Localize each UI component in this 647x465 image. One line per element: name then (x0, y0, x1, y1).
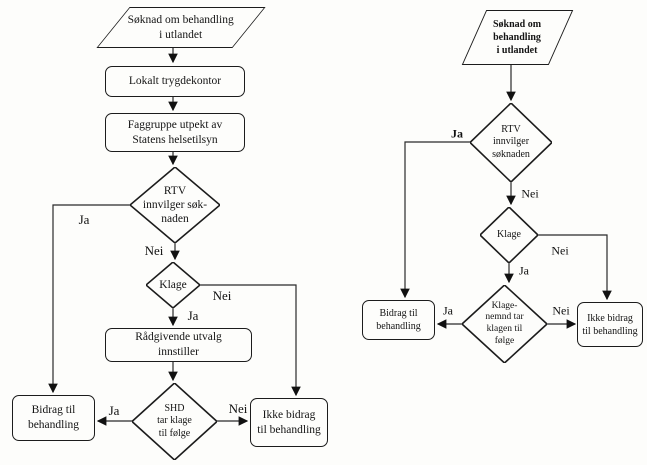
right-rtv-nei-label: Nei (521, 186, 539, 201)
left-klage-ja-label: Ja (187, 308, 199, 323)
left-rtv-ja-label: Ja (78, 212, 90, 227)
right-grant-box: Bidrag til behandling (362, 300, 435, 340)
left-klage-nei-label: Nei (212, 288, 232, 303)
left-no-grant-box: Ikke bidrag til behandling (250, 398, 328, 447)
right-nemnd-decision-diamond: Klage- nemnd tar klagen til følge (462, 285, 547, 363)
left-shd-decision-label: SHD tar klage til følge (157, 403, 192, 439)
diamond-shape (130, 167, 220, 243)
diamond-shape (470, 103, 552, 182)
right-nemnd-decision-label: Klage- nemnd tar klagen til følge (485, 300, 524, 346)
right-arrow-rtv-ja-to-grant (400, 141, 470, 299)
right-klage-decision-label: Klage (497, 228, 521, 240)
right-start-label: Søknad om behandling i utlandet (493, 19, 542, 56)
diamond-shape (132, 383, 217, 460)
left-shd-nei-label: Nei (228, 401, 248, 416)
right-klage-decision-diamond: Klage (480, 207, 538, 263)
diamond-shape (480, 207, 538, 263)
right-rtv-ja-label: Ja (451, 126, 463, 141)
left-start-label: Søknad om behandling i utlandet (127, 13, 235, 41)
left-arrow-klage-nei-to-nogrант (200, 284, 301, 397)
right-nemnd-ja-label: Ja (443, 303, 453, 318)
left-expert-group-box: Faggruppe utpekt av Statens helsetilsyn (105, 113, 245, 152)
right-klage-ja-label: Ja (519, 263, 529, 278)
right-arrow-klage-nei-to-nogrant (538, 234, 612, 301)
diamond-shape (462, 285, 547, 363)
left-rtv-nei-label: Nei (144, 243, 164, 258)
left-shd-ja-label: Ja (108, 403, 120, 418)
left-local-office-box: Lokalt trygdekontor (105, 66, 245, 97)
left-arrow-rtv-ja-to-grant (48, 204, 130, 394)
left-shd-decision-diamond: SHD tar klage til følge (132, 383, 217, 460)
left-rtv-decision-diamond: RTV innvilger søk- naden (130, 167, 220, 243)
left-grant-box: Bidrag til behandling (12, 395, 95, 441)
right-klage-nei-label: Nei (551, 243, 569, 258)
left-advisory-board-box: Rådgivende utvalg innstiller (105, 328, 252, 362)
left-rtv-decision-label: RTV innvilger søk- naden (142, 184, 208, 225)
right-rtv-decision-diamond: RTV innvilger søknaden (470, 103, 552, 182)
right-no-grant-box: Ikke bidrag til behandling (577, 302, 643, 347)
right-rtv-decision-label: RTV innvilger søknaden (492, 124, 530, 160)
left-klage-decision-diamond: Klage (146, 262, 200, 308)
left-klage-decision-label: Klage (159, 278, 187, 291)
diamond-shape (146, 262, 200, 308)
right-nemnd-nei-label: Nei (552, 303, 570, 318)
